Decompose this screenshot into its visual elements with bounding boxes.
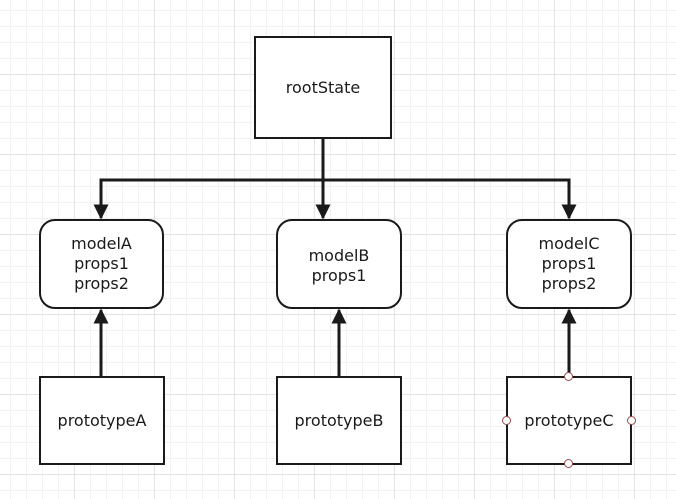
root-to-modelA-connector[interactable] (93, 139, 325, 220)
rootstate-label: rootState (285, 77, 361, 97)
prototypeC-left-connection-handle[interactable] (502, 416, 511, 425)
prototypeC-label: prototypeC (524, 410, 614, 430)
prototypeC-top-connection-handle[interactable] (564, 372, 573, 381)
root-to-modelC-connector[interactable] (323, 178, 577, 220)
modelA-prop-1: props1 (74, 254, 129, 273)
prototypeA-node[interactable]: prototypeA (39, 376, 165, 465)
modelA-node[interactable]: modelA props1 props2 (39, 219, 164, 309)
modelB-name: modelB (308, 246, 370, 265)
prototypeC-node[interactable]: prototypeC (506, 376, 632, 465)
modelC-prop-2: props2 (541, 274, 597, 293)
modelC-node[interactable]: modelC props1 props2 (506, 219, 632, 309)
prototypeB-node[interactable]: prototypeB (276, 376, 402, 465)
modelA-name: modelA (71, 234, 132, 253)
modelB-node[interactable]: modelB props1 (276, 219, 402, 309)
prototypeC-right-connection-handle[interactable] (627, 416, 636, 425)
modelB-prop-1: props1 (311, 266, 367, 285)
prototypeA-label: prototypeA (57, 410, 147, 430)
modelC-prop-1: props1 (541, 254, 597, 273)
modelC-name: modelC (538, 234, 600, 253)
prototypeB-label: prototypeB (294, 410, 384, 430)
rootstate-node[interactable]: rootState (254, 36, 392, 139)
prototypeC-bottom-connection-handle[interactable] (564, 459, 573, 468)
modelA-prop-2: props2 (74, 274, 129, 293)
